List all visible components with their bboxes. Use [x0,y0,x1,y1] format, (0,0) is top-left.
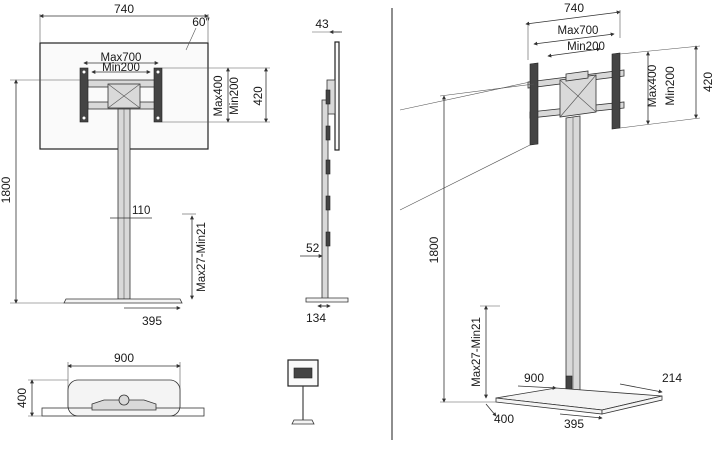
iso-base [495,387,663,411]
vesa-bracket [79,67,163,123]
iso-vesa-bracket [527,52,625,146]
bracket-range-label: Max27-Min21 [196,222,208,292]
base-plate [63,298,183,304]
side-base [305,297,349,303]
vesa-min-width-label: Min200 [102,62,140,74]
side-view: 43 52 134 [300,17,349,325]
width-label: 740 [114,2,134,16]
base-depth-label: 395 [142,314,162,328]
front-view: 740 60″ Max700 Min200 Max400 Min200 [0,2,270,328]
iso-vesa-min-height-label: Min200 [663,66,677,106]
iso-base-395-label: 395 [564,417,584,431]
side-base-label: 134 [306,311,326,325]
vesa-max-width-label: Max700 [101,52,142,64]
top-depth-label: 400 [15,388,29,408]
side-screen [334,41,340,151]
iso-vesa-min-width-label: Min200 [567,41,605,53]
iso-total-height-label: 1800 [427,236,441,263]
top-view: 900 400 [15,351,205,417]
mount-height-label: 420 [253,86,265,105]
iso-bracket-range-label: Max27-Min21 [471,317,483,387]
iso-base-width-label: 900 [524,371,544,385]
isometric-view: 740 Max700 Min200 Max400 Min200 420 [399,1,715,431]
iso-vesa-max-width-label: Max700 [558,25,599,37]
total-height-label: 1800 [0,176,13,203]
top-width-label: 900 [114,351,134,365]
screen-size-label: 60″ [192,15,210,29]
pole-width-label: 110 [132,205,150,217]
iso-base-214-label: 214 [662,371,682,385]
iso-mount-height-label: 420 [701,72,715,92]
thumbnail-view [287,359,319,425]
iso-width-label: 740 [564,1,584,15]
side-depth-label: 43 [315,17,329,31]
vesa-min-height-label: Min200 [229,77,241,115]
iso-base-depth-label: 400 [494,412,514,426]
iso-vesa-max-height-label: Max400 [645,64,659,107]
vesa-max-height-label: Max400 [213,76,225,117]
side-pole-label: 52 [306,241,320,255]
